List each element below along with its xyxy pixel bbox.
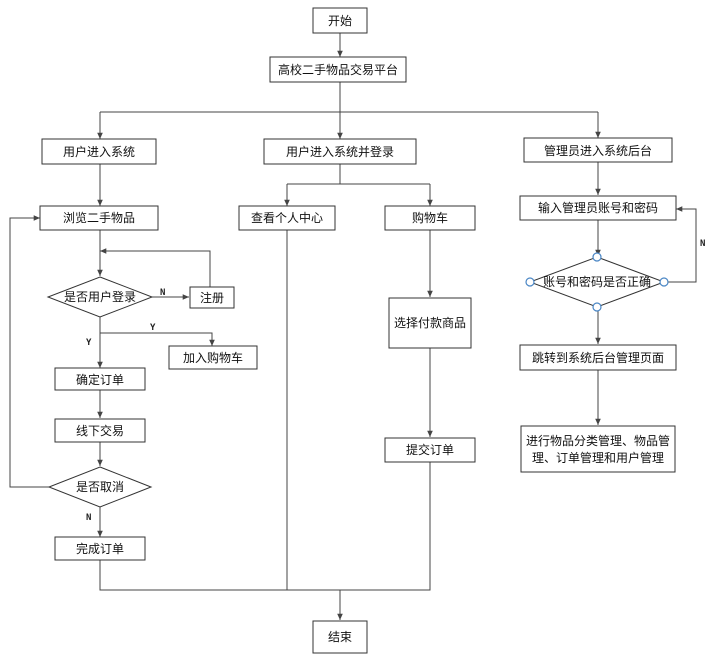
node-jump-admin: 跳转到系统后台管理页面 (519, 344, 677, 371)
edge-label-cancel-no: N (86, 513, 91, 523)
node-start: 开始 (312, 7, 368, 34)
node-label: 完成订单 (76, 541, 124, 556)
node-browse: 浏览二手物品 (39, 205, 159, 231)
node-confirm-order: 确定订单 (54, 367, 146, 391)
node-is-user-login: 是否用户登录 (46, 276, 154, 318)
node-label: 账号和密码是否正确 (543, 274, 651, 289)
connection-handle (659, 277, 669, 287)
node-label: 进行物品分类管理、物品管 (526, 433, 670, 448)
node-label: 注册 (200, 290, 224, 305)
node-select-pay: 选择付款商品 (388, 297, 472, 349)
node-label: 开始 (328, 14, 352, 28)
connection-handle (592, 302, 602, 312)
node-complete-order: 完成订单 (54, 536, 146, 561)
node-personal-center: 查看个人中心 (238, 205, 336, 231)
node-admin-enter: 管理员进入系统后台 (523, 137, 673, 163)
node-label: 用户进入系统并登录 (286, 144, 394, 159)
node-platform: 高校二手物品交易平台 (269, 56, 407, 83)
node-offline-trade: 线下交易 (54, 418, 146, 443)
node-label: 高校二手物品交易平台 (278, 62, 398, 77)
node-label: 输入管理员账号和密码 (538, 200, 658, 215)
edge-label-login-yes-order: Y (86, 338, 92, 348)
edge-register-back (100, 248, 211, 287)
node-submit-order: 提交订单 (384, 437, 476, 463)
node-user-enter: 用户进入系统 (41, 138, 157, 165)
node-user-login: 用户进入系统并登录 (263, 138, 417, 165)
node-label: 查看个人中心 (251, 210, 323, 225)
node-label: 浏览二手物品 (63, 210, 135, 225)
edge-submit-personal-merge (286, 230, 431, 591)
node-input-account: 输入管理员账号和密码 (519, 195, 677, 221)
edge-cancel-yes-loop (9, 215, 49, 488)
connection-handle (592, 252, 602, 262)
node-add-cart: 加入购物车 (168, 345, 258, 370)
node-register: 注册 (189, 286, 235, 309)
node-label: 是否用户登录 (64, 289, 136, 304)
edges (9, 33, 697, 620)
edge-label-correct-no: N (700, 239, 705, 249)
node-label: 跳转到系统后台管理页面 (532, 350, 664, 365)
node-label: 加入购物车 (183, 350, 243, 365)
node-label: 确定订单 (76, 372, 124, 387)
node-is-correct: 账号和密码是否正确 (525, 252, 669, 312)
edge-label-login-yes-cart: Y (150, 323, 156, 333)
node-label: 管理员进入系统后台 (544, 143, 652, 158)
node-cart: 购物车 (384, 205, 476, 231)
node-end: 结束 (312, 620, 368, 654)
connection-handle (525, 277, 535, 287)
node-is-cancel: 是否取消 (47, 466, 153, 508)
node-label: 线下交易 (76, 423, 124, 438)
node-label: 用户进入系统 (63, 144, 135, 159)
edge-complete-end (99, 560, 340, 591)
edge-check-no-back (664, 206, 697, 283)
node-manage: 进行物品分类管理、物品管 理、订单管理和用户管理 (520, 425, 676, 473)
node-label: 理、订单管理和用户管理 (532, 450, 664, 465)
node-label: 提交订单 (406, 442, 454, 457)
edge-login-yes-cart (100, 332, 215, 346)
node-label: 购物车 (412, 210, 448, 225)
edge-label-login-no: N (160, 288, 165, 298)
node-label: 是否取消 (76, 480, 124, 494)
node-label: 选择付款商品 (394, 315, 466, 330)
node-label: 结束 (328, 630, 352, 644)
